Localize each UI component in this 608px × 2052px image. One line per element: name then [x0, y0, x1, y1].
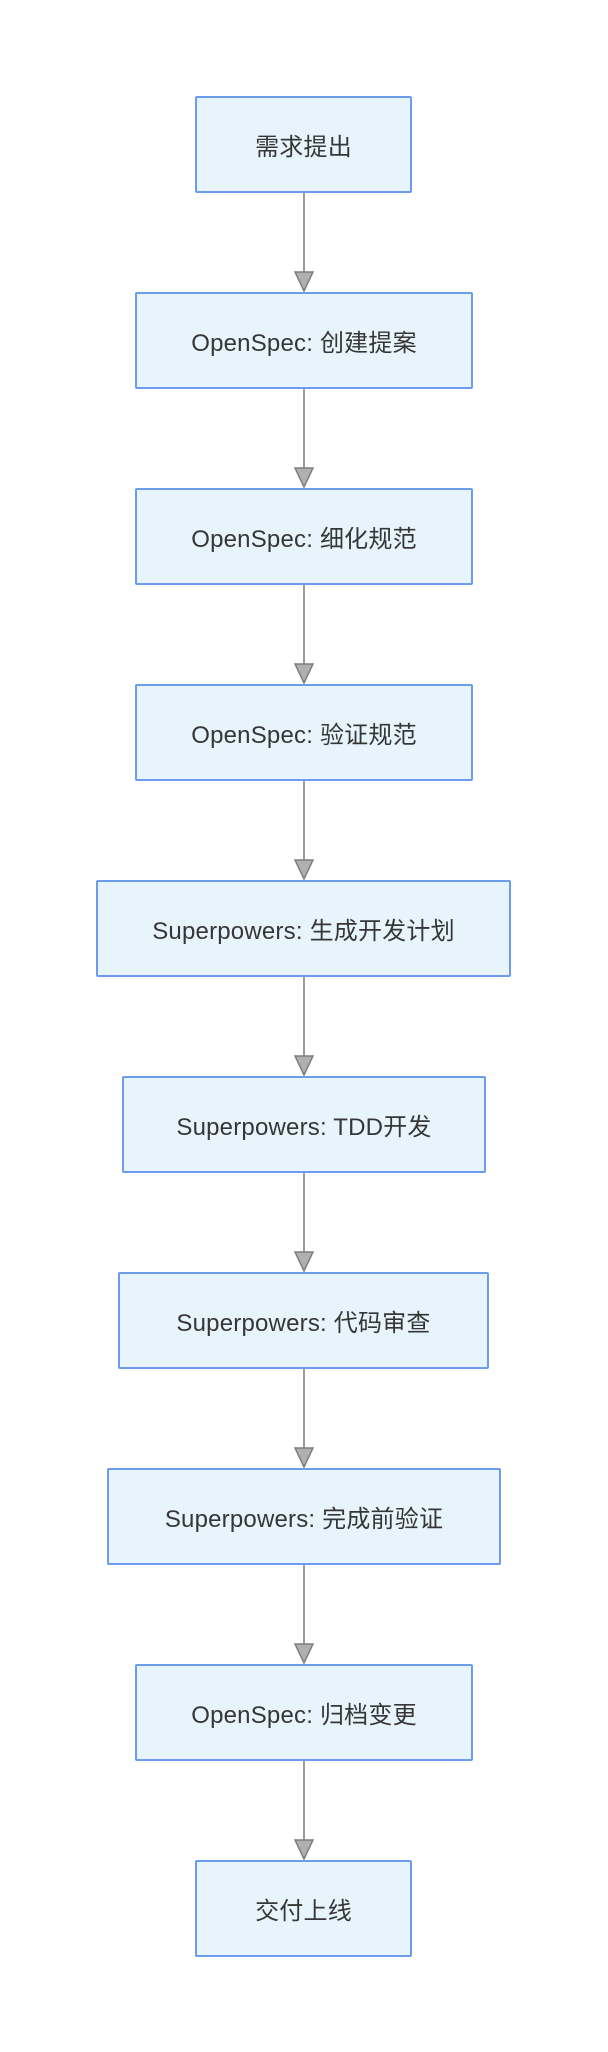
node-superpowers-tdd: Superpowers: TDD开发	[122, 1076, 486, 1173]
node-label: Superpowers: TDD开发	[176, 1114, 432, 1141]
node-superpowers-generate-plan: Superpowers: 生成开发计划	[96, 880, 511, 977]
node-label: OpenSpec: 验证规范	[191, 722, 417, 749]
flow-arrow-4-5	[293, 781, 315, 880]
node-delivery: 交付上线	[195, 1860, 412, 1957]
arrowhead-icon	[293, 1447, 315, 1468]
node-label: OpenSpec: 细化规范	[191, 526, 417, 553]
flow-arrow-7-8	[293, 1369, 315, 1468]
node-label: OpenSpec: 归档变更	[191, 1702, 417, 1729]
node-openspec-validate-spec: OpenSpec: 验证规范	[135, 684, 473, 781]
node-superpowers-code-review: Superpowers: 代码审查	[118, 1272, 489, 1369]
arrowhead-icon	[293, 859, 315, 880]
node-label: OpenSpec: 创建提案	[191, 330, 417, 357]
flow-arrow-8-9	[293, 1565, 315, 1664]
node-label: 交付上线	[255, 1898, 352, 1925]
arrowhead-icon	[293, 467, 315, 488]
node-openspec-create-proposal: OpenSpec: 创建提案	[135, 292, 473, 389]
arrowhead-icon	[293, 663, 315, 684]
flow-arrow-1-2	[293, 193, 315, 292]
arrowhead-icon	[293, 1839, 315, 1860]
node-label: Superpowers: 生成开发计划	[152, 918, 455, 945]
node-openspec-refine-spec: OpenSpec: 细化规范	[135, 488, 473, 585]
node-label: Superpowers: 完成前验证	[164, 1506, 444, 1533]
flow-arrow-2-3	[293, 389, 315, 488]
arrowhead-icon	[293, 271, 315, 292]
arrowhead-icon	[293, 1055, 315, 1076]
node-superpowers-pre-completion-verify: Superpowers: 完成前验证	[107, 1468, 501, 1565]
node-label: Superpowers: 代码审查	[176, 1310, 431, 1337]
node-label: 需求提出	[255, 134, 352, 161]
arrowhead-icon	[293, 1251, 315, 1272]
arrowhead-icon	[293, 1643, 315, 1664]
node-requirement: 需求提出	[195, 96, 412, 193]
flow-arrow-3-4	[293, 585, 315, 684]
flow-arrow-9-10	[293, 1761, 315, 1860]
node-openspec-archive-change: OpenSpec: 归档变更	[135, 1664, 473, 1761]
flow-arrow-5-6	[293, 977, 315, 1076]
flow-arrow-6-7	[293, 1173, 315, 1272]
